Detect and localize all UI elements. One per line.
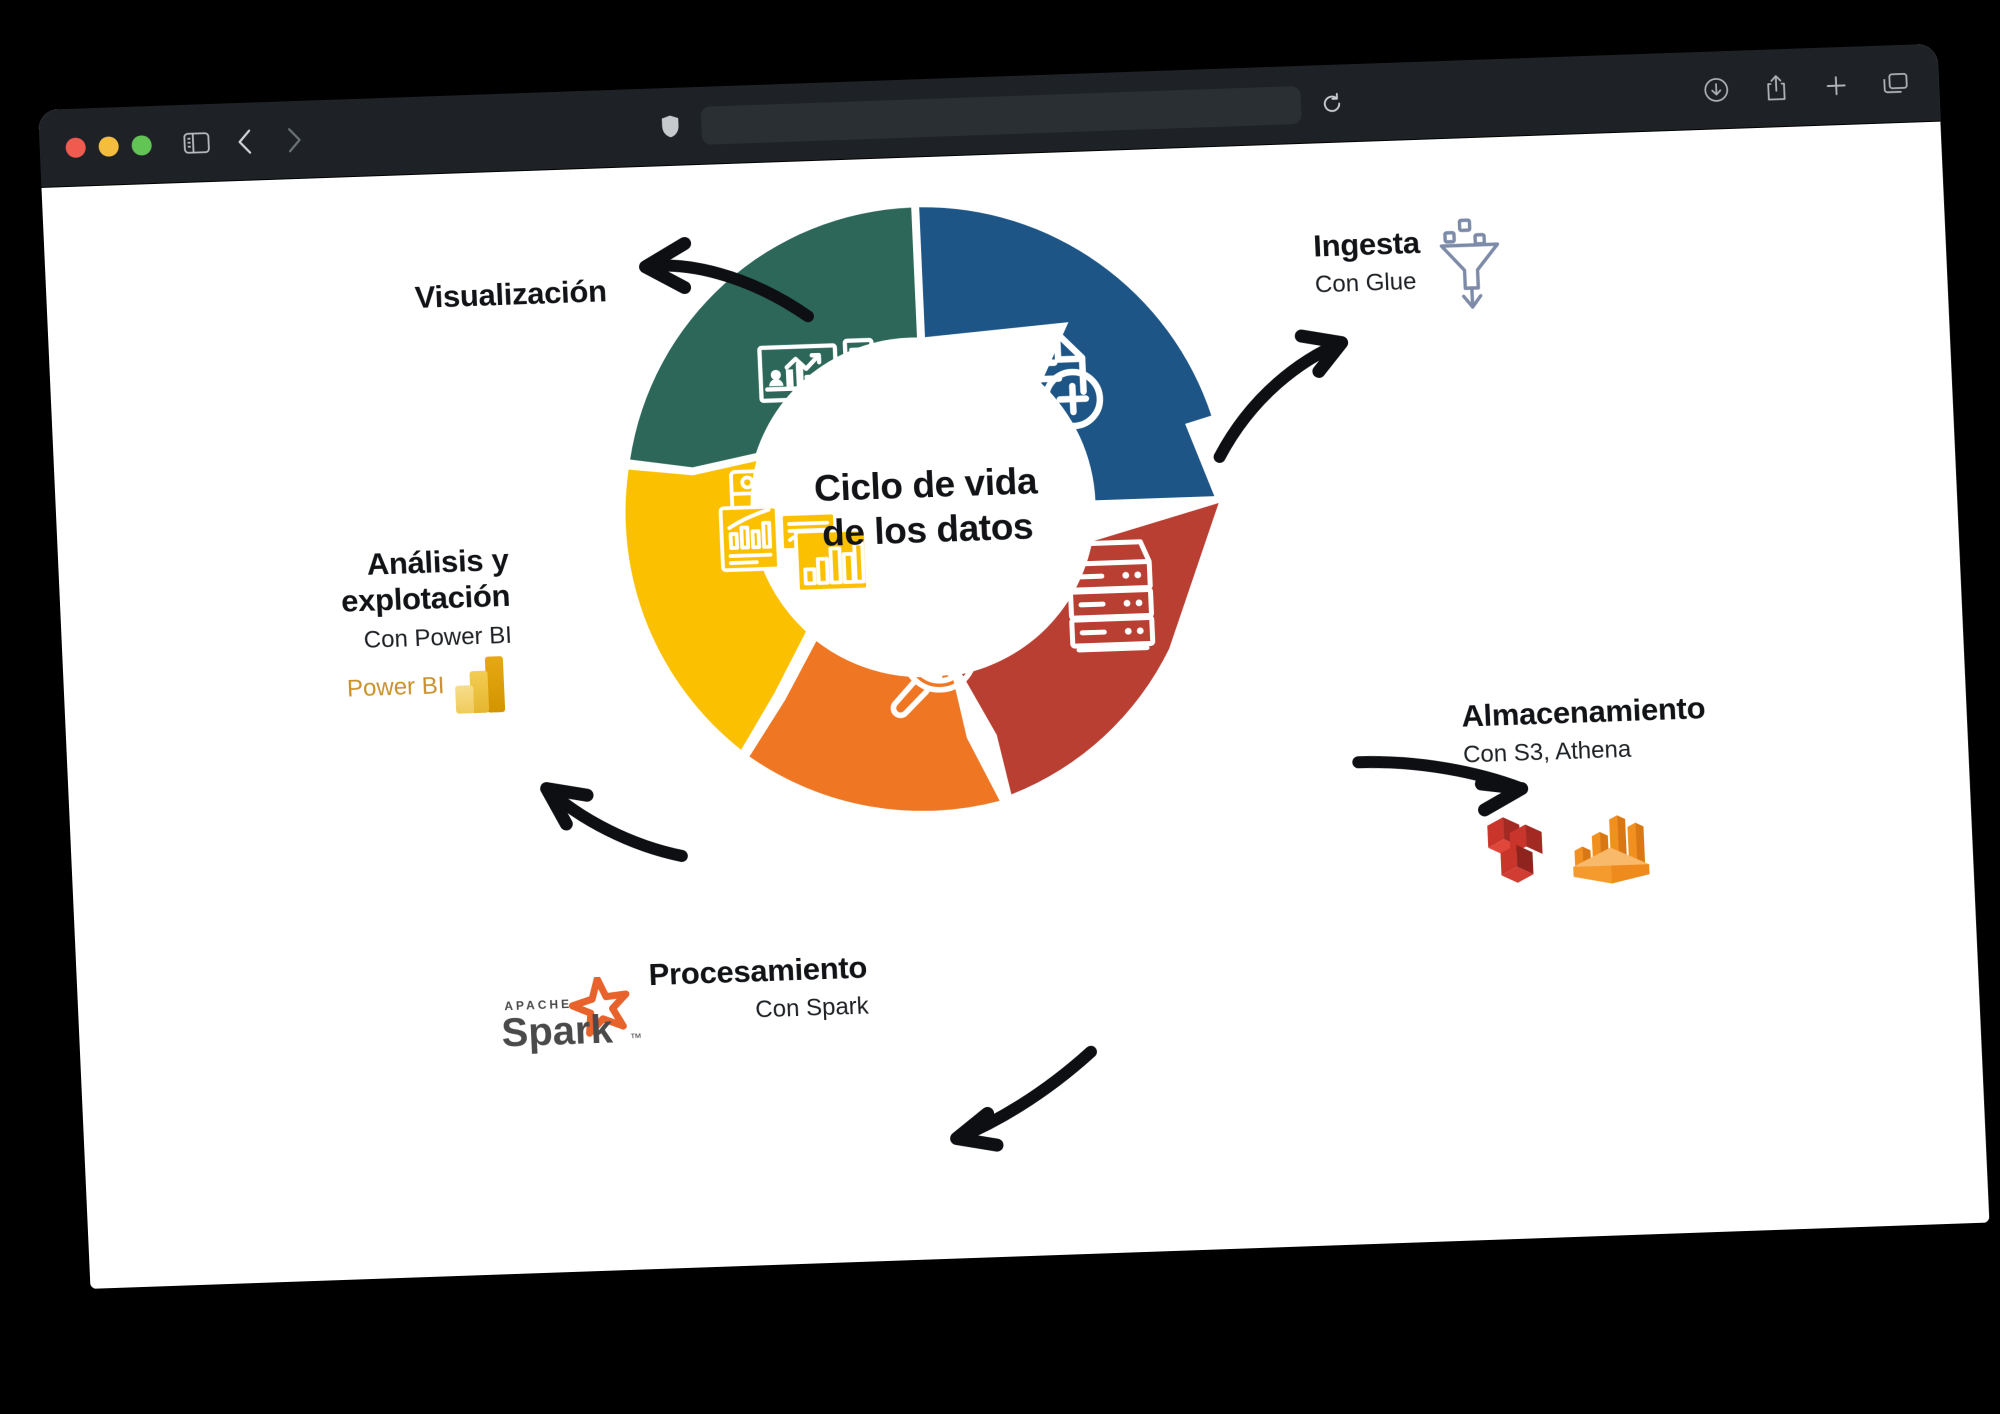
glue-logo xyxy=(1436,217,1506,311)
label-visualizacion-title: Visualización xyxy=(413,273,608,315)
browser-frame: Ciclo de vida de los datos xyxy=(38,43,1990,1289)
label-almacenamiento: Almacenamiento Con S3, Athena xyxy=(1461,690,1708,770)
shield-icon[interactable] xyxy=(653,109,688,144)
aws-logos xyxy=(1479,804,1656,890)
share-icon[interactable] xyxy=(1758,70,1793,105)
page-content: Ciclo de vida de los datos xyxy=(41,121,1990,1289)
close-window-button[interactable] xyxy=(65,136,87,158)
label-ingesta-title: Ingesta xyxy=(1312,224,1421,264)
label-analisis-sub: Con Power BI xyxy=(363,621,513,654)
wheel-segment-ingesta[interactable] xyxy=(919,197,1215,506)
label-analisis: Análisis y explotación Con Power BI xyxy=(218,542,513,660)
desktop-analytics-icon xyxy=(757,337,877,414)
magnifier-gear-icon xyxy=(890,617,977,719)
label-visualizacion: Visualización xyxy=(346,273,607,318)
label-almacenamiento-title: Almacenamiento xyxy=(1460,690,1706,734)
wheel-segment-analisis[interactable] xyxy=(623,460,811,754)
toolbar-right-buttons xyxy=(1698,66,1913,107)
document-add-icon xyxy=(1006,332,1104,434)
arrow-to-ingesta xyxy=(1213,336,1348,463)
sidebar-icon[interactable] xyxy=(179,125,214,160)
server-rack-icon xyxy=(1066,539,1156,653)
label-ingesta: Ingesta Con Glue xyxy=(1313,225,1423,300)
aws-s3-icon xyxy=(1487,817,1543,883)
glue-funnel-icon xyxy=(1439,218,1500,309)
data-lifecycle-wheel xyxy=(603,187,1250,828)
wheel-segment-procesamiento[interactable] xyxy=(744,635,1000,817)
label-ingesta-sub: Con Glue xyxy=(1314,268,1417,299)
minimize-window-button[interactable] xyxy=(98,135,120,157)
zoom-window-button[interactable] xyxy=(131,134,153,156)
tab-overview-icon[interactable] xyxy=(1878,66,1913,101)
arrow-to-procesamiento xyxy=(950,1045,1097,1145)
apache-spark-icon: APACHE Spark ™ xyxy=(501,975,643,1055)
window-controls xyxy=(65,134,153,158)
svg-text:Spark: Spark xyxy=(501,1007,615,1055)
wheel-segment-visualizacion[interactable] xyxy=(619,207,922,470)
reload-icon[interactable] xyxy=(1314,86,1349,121)
address-bar-area xyxy=(341,73,1662,157)
navigation-buttons xyxy=(227,122,312,159)
forward-button-icon[interactable] xyxy=(277,122,312,157)
new-tab-icon[interactable] xyxy=(1818,68,1853,103)
label-almacenamiento-sub: Con S3, Athena xyxy=(1462,736,1632,769)
svg-text:™: ™ xyxy=(630,1030,643,1044)
powerbi-bars-icon xyxy=(455,656,506,714)
back-button-icon[interactable] xyxy=(227,124,262,159)
dashboard-charts-icon xyxy=(718,466,870,594)
spark-logo: APACHE Spark ™ xyxy=(499,975,650,1060)
address-bar-input[interactable] xyxy=(700,85,1302,145)
powerbi-logo: Power BI xyxy=(346,654,510,720)
powerbi-wordmark: Power BI xyxy=(346,672,445,703)
browser-toolbar xyxy=(38,43,1941,188)
downloads-icon[interactable] xyxy=(1698,72,1733,107)
aws-athena-icon xyxy=(1573,815,1650,884)
svg-text:APACHE: APACHE xyxy=(504,997,572,1013)
browser-window: Ciclo de vida de los datos xyxy=(38,43,1990,1289)
